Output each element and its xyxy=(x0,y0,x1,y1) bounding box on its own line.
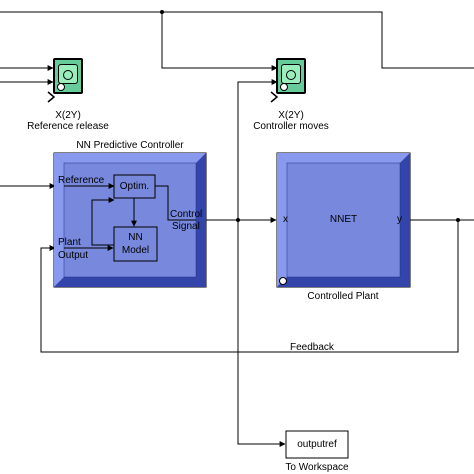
to-workspace-line xyxy=(237,220,286,447)
controller-internal-wiring xyxy=(64,174,196,262)
control-signal-port-label: Signal xyxy=(172,221,200,232)
ref-scope-input-3 xyxy=(47,91,56,103)
controlled-plant-block[interactable] xyxy=(276,152,411,288)
badge-icon xyxy=(57,83,65,91)
scope-screen-icon xyxy=(58,64,78,84)
scope-screen-icon xyxy=(281,64,301,84)
plant-output-port-label: Output xyxy=(58,250,89,261)
plant-output-port-label: Plant xyxy=(58,237,81,248)
workspace-caption: To Workspace xyxy=(285,462,349,473)
plant-input-port-label: x xyxy=(283,214,288,225)
to-workspace-block[interactable] xyxy=(285,430,349,459)
reference-scope-block[interactable] xyxy=(53,58,83,94)
branch-to-controller-scope xyxy=(161,12,278,71)
controller-scope-input-3 xyxy=(270,91,279,103)
nn-model-subblock xyxy=(113,226,158,262)
controller-scope-name: X(2Y) xyxy=(278,110,304,121)
top-signal-line xyxy=(0,11,474,69)
reference-port-label: Reference xyxy=(58,175,105,186)
plant-nnet-label: NNET xyxy=(329,214,358,225)
reference-scope-name: X(2Y) xyxy=(55,110,81,121)
badge-icon xyxy=(279,277,287,285)
plant-caption: Controlled Plant xyxy=(307,291,379,302)
plant-output-port-label: y xyxy=(397,214,402,225)
nn-model-label: NN xyxy=(128,232,143,243)
nn-controller-title: NN Predictive Controller xyxy=(76,140,184,151)
controller-scope-input-2 xyxy=(237,79,278,220)
workspace-variable-label: outputref xyxy=(297,439,337,450)
reference-scope-caption: Reference release xyxy=(27,121,109,132)
controller-scope-caption: Controller moves xyxy=(253,121,329,132)
badge-icon xyxy=(280,83,288,91)
control-signal-port-label: Control xyxy=(170,209,203,220)
feedback-label: Feedback xyxy=(290,342,334,353)
feedback-line xyxy=(40,220,459,353)
optim-label: Optim. xyxy=(119,181,150,192)
controller-scope-block[interactable] xyxy=(276,58,306,94)
nn-model-label: Model xyxy=(121,245,150,256)
